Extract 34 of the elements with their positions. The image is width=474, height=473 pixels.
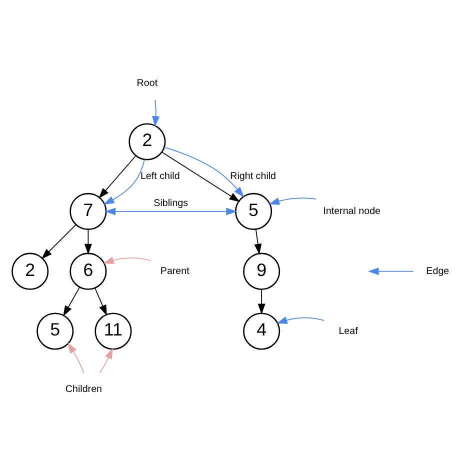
node-text: Edge xyxy=(426,266,450,277)
arrow xyxy=(368,268,414,276)
node-text: Internal node xyxy=(323,206,381,217)
node-circle: 9 xyxy=(243,252,280,290)
arrow xyxy=(68,342,84,374)
arrow xyxy=(63,286,80,316)
arrow xyxy=(258,288,266,314)
arrow xyxy=(98,155,136,199)
arrow xyxy=(276,316,325,324)
node-circle: 5 xyxy=(36,312,74,350)
arrow xyxy=(104,208,237,216)
node-circle: 4 xyxy=(243,312,280,350)
node-circle: 2 xyxy=(128,123,166,160)
arrow xyxy=(254,229,262,255)
arrow xyxy=(103,256,152,264)
edge-label: Left child xyxy=(140,171,180,182)
arrow xyxy=(94,288,107,316)
node-text: Leaf xyxy=(338,326,358,337)
arrow xyxy=(152,100,160,127)
node-circle: 5 xyxy=(235,192,272,230)
arrow xyxy=(268,198,317,205)
node-circle: 7 xyxy=(70,192,107,230)
arrow xyxy=(41,224,76,260)
edge-label: Right child xyxy=(230,171,276,182)
arrow xyxy=(84,229,92,255)
arrow xyxy=(99,348,113,374)
node-circle: 11 xyxy=(94,312,132,350)
node-text: Parent xyxy=(160,266,190,277)
node-circle: 6 xyxy=(70,252,107,290)
node-text: Root xyxy=(136,78,158,90)
edge-label: Siblings xyxy=(154,198,188,209)
node-text: Children xyxy=(65,384,102,395)
arrow xyxy=(103,159,145,205)
node-circle: 2 xyxy=(12,252,49,290)
